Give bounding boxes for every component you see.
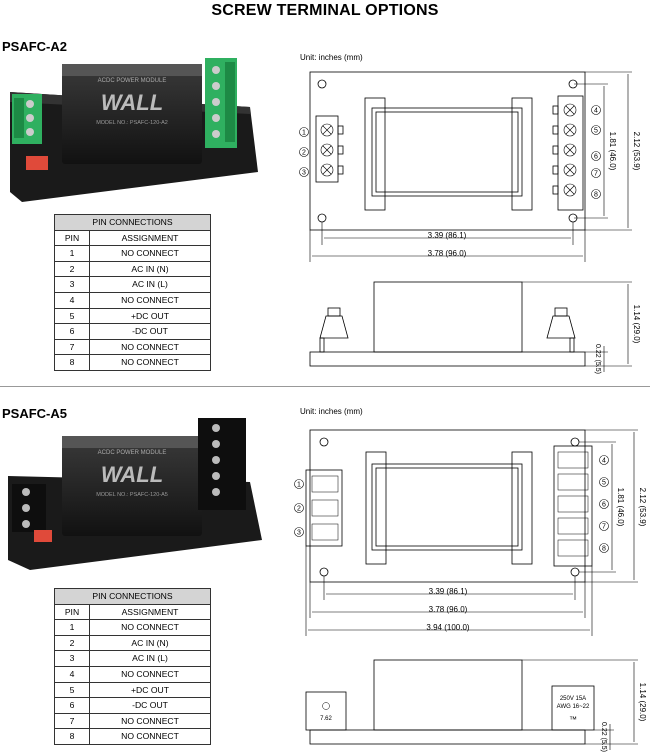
pin-marker: 4 <box>602 458 606 465</box>
pin-marker: 1 <box>297 482 301 489</box>
pin-marker: 5 <box>594 128 598 135</box>
dim-width-total: 3.78 (96.0) <box>428 249 467 258</box>
pin-marker: 1 <box>302 130 306 137</box>
pin-marker: 8 <box>594 192 598 199</box>
pin-marker: 2 <box>297 506 301 513</box>
col-assignment: ASSIGNMENT <box>89 229 211 247</box>
terminal-rating-awg: AWG 16~22 <box>557 704 590 710</box>
dim-height-total: 2.12 (53.9) <box>632 132 641 171</box>
dim-width-overall: 3.94 (100.0) <box>426 623 469 632</box>
terminal-rating-voltage: 250V 15A <box>560 696 586 702</box>
pin-marker: 3 <box>297 530 301 537</box>
pin-marker: 5 <box>602 480 606 487</box>
dimension-drawing-a5: 1 2 3 4 5 6 7 8 3.39 (86.1) 3.78 (96.0) … <box>294 429 647 752</box>
pin-marker: 6 <box>602 502 606 509</box>
dimension-drawing-a2: 1 2 3 4 5 6 7 8 3.39 (86.1) 3.78 (96.0) … <box>299 71 641 374</box>
pin-marker: 2 <box>302 150 306 157</box>
dim-side-base: 0.22 (5.5) <box>594 344 601 374</box>
photo-label-a5: ACDC POWER MODULE <box>98 450 167 456</box>
dim-height-total: 2.12 (53.9) <box>638 488 647 527</box>
dim-side-height: 1.14 (29.0) <box>638 683 647 722</box>
dim-width-inner: 3.39 (86.1) <box>428 231 467 240</box>
terminal-pitch: 7.62 <box>320 716 332 722</box>
dim-side-base: 0.22 (5.5) <box>600 722 607 752</box>
photo-label-a2: ACDC POWER MODULE <box>98 78 167 84</box>
unit-note-a5: Unit: inches (mm) <box>300 407 363 416</box>
pin-table-title: PIN CONNECTIONS <box>54 588 211 605</box>
dim-height-inner: 1.81 (46.0) <box>608 132 617 171</box>
page-title: SCREW TERMINAL OPTIONS <box>211 2 439 19</box>
pin-marker: 3 <box>302 170 306 177</box>
brand-logo-a2: WALL <box>101 90 163 115</box>
col-pin: PIN <box>54 603 90 621</box>
dim-height-inner: 1.81 (46.0) <box>616 488 625 527</box>
product-photo-a2: ACDC POWER MODULE WALL MODEL NO.: PSAFC-… <box>10 58 258 202</box>
photo-model-a2: MODEL NO.: PSAFC-120-A2 <box>96 120 168 126</box>
model-title-a2: PSAFC-A2 <box>2 39 68 54</box>
unit-note-a2: Unit: inches (mm) <box>300 53 363 62</box>
outline <box>309 71 586 231</box>
col-assignment: ASSIGNMENT <box>89 603 211 621</box>
table-row: 5+DC OUT <box>54 307 211 325</box>
dim-width-total: 3.78 (96.0) <box>429 605 468 614</box>
dim-width-inner: 3.39 (86.1) <box>429 587 468 596</box>
dim-side-height: 1.14 (29.0) <box>632 305 641 344</box>
pin-marker: 4 <box>594 108 598 115</box>
model-title-a5: PSAFC-A5 <box>2 406 68 421</box>
ul-mark-icon: ™ <box>569 715 577 724</box>
table-row: 6-DC OUT <box>54 323 211 340</box>
section-divider <box>0 386 650 387</box>
table-row: 5+DC OUT <box>54 681 211 699</box>
pin-marker: 8 <box>602 546 606 553</box>
col-pin: PIN <box>54 229 90 247</box>
product-photo-a5: ACDC POWER MODULE WALL MODEL NO.: PSAFC-… <box>8 418 262 570</box>
pin-table-title: PIN CONNECTIONS <box>54 214 211 231</box>
pin-marker: 7 <box>602 524 606 531</box>
brand-logo-a5: WALL <box>101 462 163 487</box>
pin-marker: 6 <box>594 154 598 161</box>
pin-marker: 7 <box>594 171 598 178</box>
table-row: 6-DC OUT <box>54 697 211 714</box>
photo-model-a5: MODEL NO.: PSAFC-120-A5 <box>96 492 168 498</box>
